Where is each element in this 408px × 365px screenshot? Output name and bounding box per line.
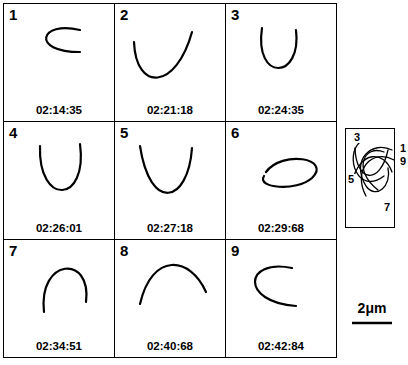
filament-shape [46, 28, 80, 52]
frame-number: 4 [9, 125, 17, 140]
callout-number: 9 [399, 156, 407, 167]
callout-number: 7 [383, 202, 391, 213]
timestamp: 02:21:18 [115, 105, 225, 117]
timestamp: 02:14:35 [4, 105, 114, 117]
frame-number: 6 [231, 125, 239, 140]
frame-panel: 9 02:42:84 [225, 239, 337, 358]
overlay-shape [360, 147, 392, 191]
timestamp: 02:24:35 [226, 105, 336, 117]
frame-number: 2 [120, 7, 128, 22]
scale-label: 2μm [347, 301, 397, 315]
timestamp: 02:26:01 [4, 223, 114, 235]
frame-panel: 2 02:21:18 [114, 3, 226, 122]
filament-shape [140, 265, 206, 304]
filament-shape [261, 28, 296, 68]
frame-number: 5 [120, 125, 128, 140]
frame-number: 9 [231, 243, 239, 258]
frame-number: 8 [120, 243, 128, 258]
frame-number: 3 [231, 7, 239, 22]
frame-number: 7 [9, 243, 17, 258]
filament-shape [255, 267, 296, 306]
timestamp: 02:40:68 [115, 341, 225, 353]
callout-number: 5 [347, 174, 355, 185]
filament-shape [263, 159, 317, 187]
frame-panel: 7 02:34:51 [3, 239, 115, 358]
callout-number: 1 [399, 143, 407, 154]
timestamp: 02:27:18 [115, 223, 225, 235]
overlay-panel: 31957 [345, 128, 395, 228]
frame-number: 1 [9, 7, 17, 22]
timestamp: 02:42:84 [226, 341, 336, 353]
callout-number: 3 [353, 132, 361, 143]
frame-panel: 8 02:40:68 [114, 239, 226, 358]
timestamp: 02:34:51 [4, 341, 114, 353]
frame-panel: 1 02:14:35 [3, 3, 115, 122]
filament-shape [140, 146, 192, 193]
timestamp: 02:29:68 [226, 223, 336, 235]
scale-bar [352, 322, 392, 325]
frame-panel: 5 02:27:18 [114, 121, 226, 240]
overlay-shape [352, 157, 392, 182]
filament-shape [40, 144, 81, 190]
filament-shape [134, 32, 192, 78]
frame-panel: 4 02:26:01 [3, 121, 115, 240]
overlay-shape [363, 151, 384, 190]
frame-panel: 3 02:24:35 [225, 3, 337, 122]
filament-shape [44, 269, 87, 312]
frame-panel: 6 02:29:68 [225, 121, 337, 240]
